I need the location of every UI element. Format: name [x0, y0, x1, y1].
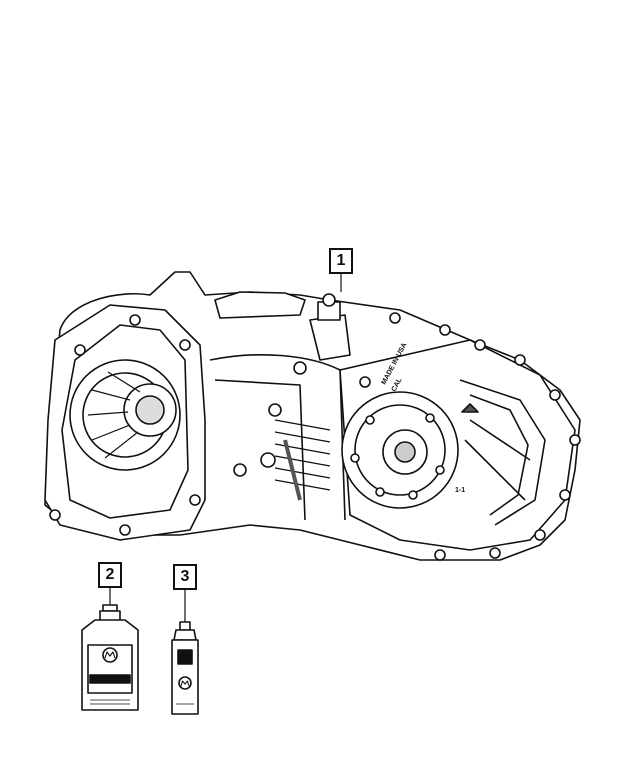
- fluid-bottle: [81, 604, 139, 711]
- transfer-case-assembly: [44, 271, 581, 561]
- case-code: 1-1: [455, 487, 465, 494]
- callout-1: 1: [329, 248, 353, 274]
- callout-2: 2: [98, 562, 122, 588]
- mopar-logo-icon: [102, 647, 118, 663]
- callout-3: 3: [173, 564, 197, 590]
- mopar-logo-icon: [178, 676, 192, 690]
- sealant-tube: [171, 621, 199, 715]
